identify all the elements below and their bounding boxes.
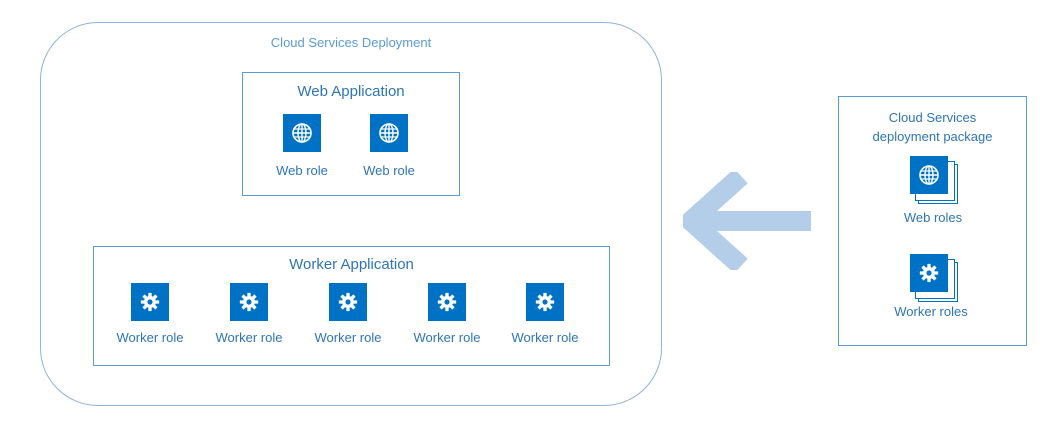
left-arrow-icon <box>683 172 811 270</box>
deployment-package-box <box>838 96 1027 346</box>
web-roles-label: Web roles <box>903 210 963 225</box>
gear-icon <box>428 283 466 321</box>
gear-icon <box>910 254 948 292</box>
worker-role-label: Worker role <box>314 330 382 345</box>
package-title-line1: Cloud Services <box>888 110 977 125</box>
worker-application-title: Worker Application <box>289 256 414 273</box>
deployment-package-title: Cloud Services deployment package <box>838 108 1027 146</box>
globe-icon <box>283 114 321 152</box>
web-application-title: Web Application <box>297 83 405 100</box>
gear-icon <box>131 283 169 321</box>
web-role-label: Web role <box>363 163 415 178</box>
globe-icon <box>910 156 948 194</box>
worker-role-label: Worker role <box>116 330 184 345</box>
globe-icon <box>370 114 408 152</box>
worker-role-label: Worker role <box>215 330 283 345</box>
worker-role-label: Worker role <box>413 330 481 345</box>
worker-roles-label: Worker roles <box>894 304 968 319</box>
package-title-line2: deployment package <box>872 129 993 144</box>
deployment-title: Cloud Services Deployment <box>270 35 432 50</box>
gear-icon <box>526 283 564 321</box>
gear-icon <box>230 283 268 321</box>
worker-role-label: Worker role <box>511 330 579 345</box>
web-application-box <box>242 72 460 196</box>
cloud-services-deployment-container <box>40 22 662 406</box>
web-role-label: Web role <box>276 163 328 178</box>
gear-icon <box>329 283 367 321</box>
